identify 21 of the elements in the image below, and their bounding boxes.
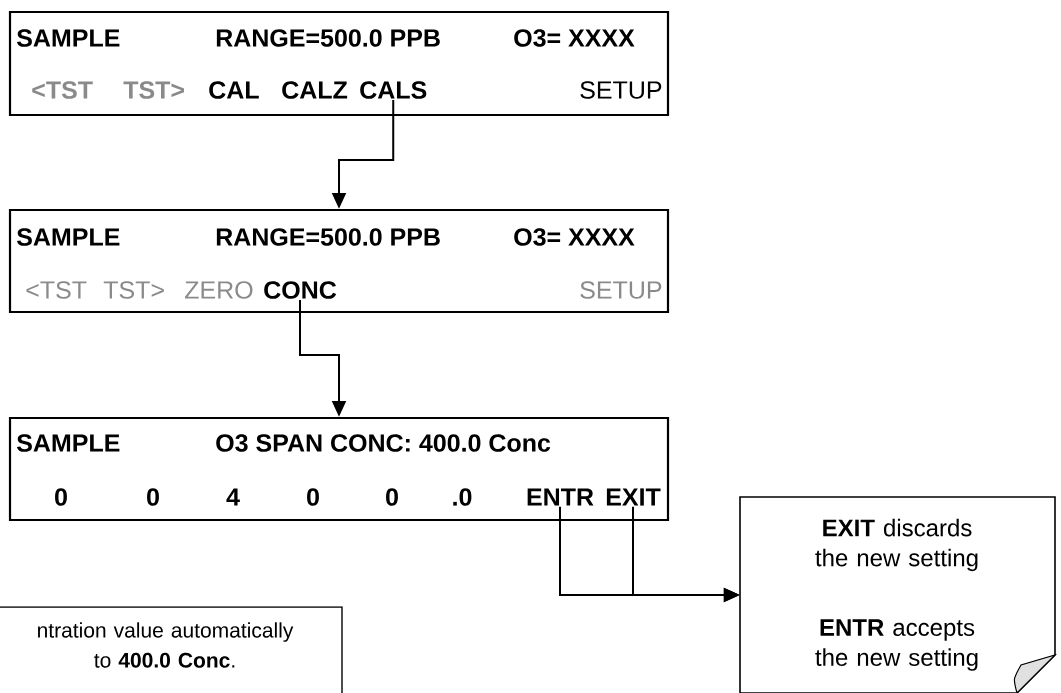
softkey-label: ENTR bbox=[527, 488, 594, 506]
softkey-label: TST> bbox=[123, 81, 184, 99]
softkey-label: <TST bbox=[26, 281, 87, 299]
softkey-label: SETUP bbox=[580, 281, 662, 299]
note-box: ntration value automatically to 400.0 Conc. bbox=[0, 606, 343, 693]
softkey-label: CONC bbox=[264, 281, 337, 299]
softkey-label: 0 bbox=[307, 488, 319, 506]
softkey-label: .0 bbox=[453, 488, 472, 506]
softkey-label: 0 bbox=[386, 488, 398, 506]
softkey-label: ZERO bbox=[185, 281, 253, 299]
softkey-label: CALS bbox=[360, 81, 427, 99]
softkey-label: EXIT bbox=[606, 488, 661, 506]
softkey-label: 0 bbox=[147, 488, 159, 506]
softkey-label: CAL bbox=[209, 81, 259, 99]
softkey-label: TST> bbox=[103, 281, 164, 299]
softkey-label: 4 bbox=[226, 488, 240, 506]
softkey-label: 0 bbox=[55, 488, 67, 506]
softkey-label: <TST bbox=[32, 81, 93, 99]
note-card: EXIT discards the new setting ENTR accepts the new setting bbox=[739, 496, 1056, 693]
softkey-label: CALZ bbox=[282, 81, 348, 99]
softkey-label: SETUP bbox=[580, 81, 662, 99]
